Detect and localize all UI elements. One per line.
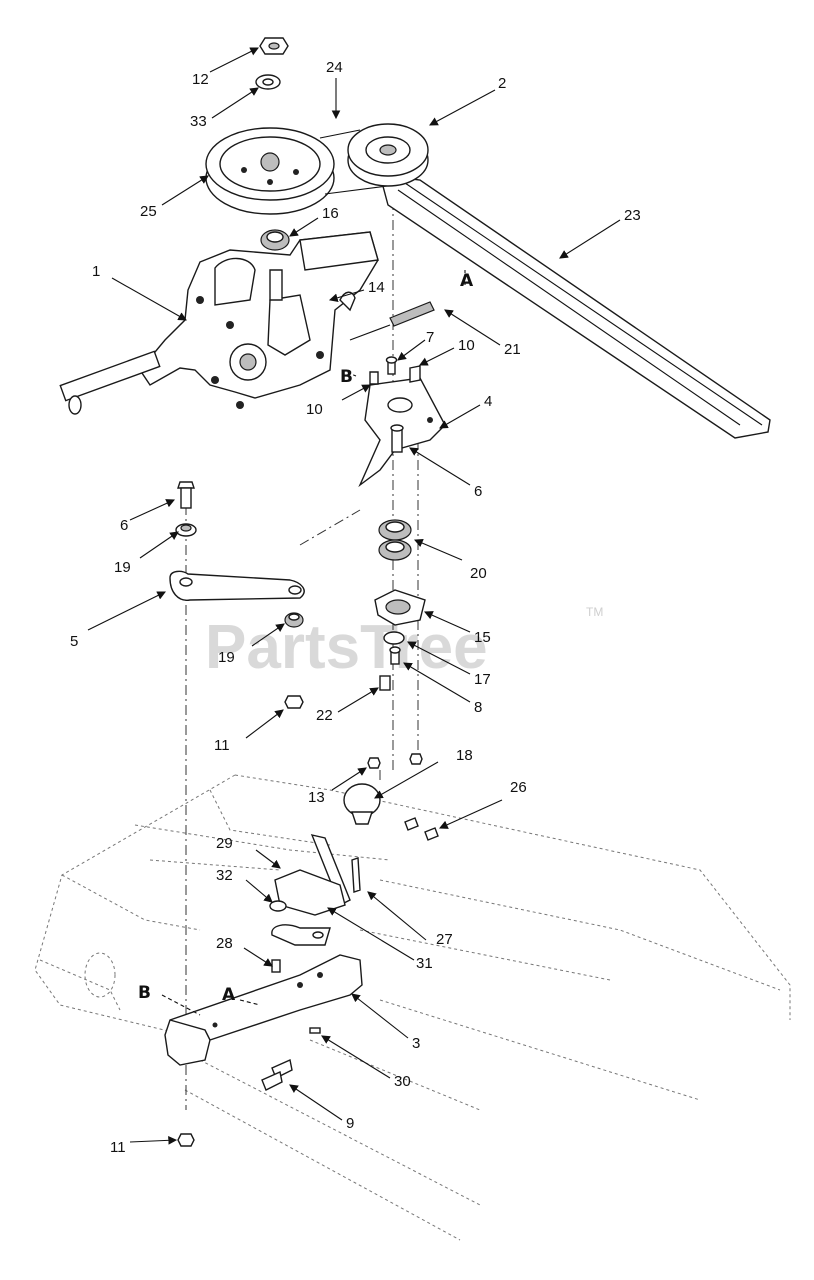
bolts-26 — [404, 817, 439, 841]
ref-b-top: B — [340, 367, 353, 387]
bushing-upper — [175, 523, 197, 537]
partstree-watermark: PartsTree — [205, 613, 488, 682]
trademark-symbol: TM — [586, 605, 603, 619]
nut-11-upper — [284, 695, 304, 709]
transaxle — [59, 231, 379, 415]
callout-13: 13 — [308, 789, 325, 806]
nut — [259, 37, 289, 55]
frame-outline — [34, 774, 791, 1241]
ref-a-top: A — [460, 271, 474, 291]
nut-11-lower — [177, 1133, 195, 1147]
leader-lines — [87, 47, 621, 1145]
callout-19-lower: 19 — [218, 649, 235, 666]
nut-13-right — [409, 753, 423, 765]
callout-11-upper: 11 — [214, 737, 230, 754]
pin-30 — [309, 1027, 321, 1034]
spring — [349, 301, 435, 341]
callout-11-lower: 11 — [110, 1139, 126, 1156]
callout-20: 20 — [470, 565, 487, 582]
ref-b-bottom: B — [138, 983, 151, 1003]
bushing-lower — [284, 612, 304, 628]
callout-30: 30 — [394, 1073, 411, 1090]
callout-19-upper: 19 — [114, 559, 131, 576]
pin-28 — [271, 959, 281, 973]
bolt-right — [409, 365, 421, 383]
callout-22: 22 — [316, 707, 333, 724]
mounting-bracket — [164, 954, 363, 1066]
callout-labels: 12 33 24 2 25 16 23 1 14 21 7 10 10 4 6 … — [70, 59, 641, 1156]
reference-letters: A B B A — [138, 271, 474, 1005]
callout-10-right: 10 — [458, 337, 475, 354]
callout-24: 24 — [326, 59, 343, 76]
nut-13-left — [367, 757, 381, 769]
callout-33: 33 — [190, 113, 207, 130]
callout-7: 7 — [426, 329, 434, 346]
callout-21: 21 — [504, 341, 521, 358]
shift-lever — [274, 834, 361, 916]
link-arm — [169, 570, 305, 601]
callout-32: 32 — [216, 867, 233, 884]
callout-17: 17 — [474, 671, 491, 688]
callout-29: 29 — [216, 835, 233, 852]
callout-5: 5 — [70, 633, 78, 650]
callout-3: 3 — [412, 1035, 420, 1052]
washer-32 — [269, 900, 287, 912]
bearing — [260, 229, 290, 251]
callout-8: 8 — [474, 699, 482, 716]
detent-plate — [271, 924, 331, 946]
bolts-9 — [261, 1059, 293, 1091]
hex-bolt — [177, 481, 195, 509]
washer-17 — [383, 631, 405, 645]
spacers — [378, 519, 412, 561]
spacer-22 — [379, 675, 391, 691]
callout-27: 27 — [436, 931, 453, 948]
ref-a-bottom: A — [222, 985, 236, 1005]
callout-10-left: 10 — [306, 401, 323, 418]
shift-knob — [343, 783, 381, 825]
callout-9: 9 — [346, 1115, 354, 1132]
bolt-top — [385, 356, 398, 375]
alignment-lines — [185, 200, 419, 1110]
callout-1: 1 — [92, 263, 100, 280]
callout-6-left: 6 — [120, 517, 128, 534]
bolt-left — [369, 371, 379, 385]
callout-25: 25 — [140, 203, 157, 220]
callout-6-right: 6 — [474, 483, 482, 500]
callout-23: 23 — [624, 207, 641, 224]
callout-4: 4 — [484, 393, 492, 410]
callout-18: 18 — [456, 747, 473, 764]
bolt-8 — [389, 646, 401, 665]
callout-28: 28 — [216, 935, 233, 952]
callout-31: 31 — [416, 955, 433, 972]
traction-belt — [379, 174, 771, 439]
callout-12: 12 — [192, 71, 209, 88]
callout-16: 16 — [322, 205, 339, 222]
shoulder-bolt — [390, 424, 404, 453]
callout-26: 26 — [510, 779, 527, 796]
small-pulley — [347, 123, 429, 187]
large-pulley — [205, 127, 335, 215]
callout-15: 15 — [474, 629, 491, 646]
callout-2: 2 — [498, 75, 506, 92]
flange-bearing — [374, 589, 426, 626]
washer — [255, 74, 281, 90]
callout-14: 14 — [368, 279, 385, 296]
